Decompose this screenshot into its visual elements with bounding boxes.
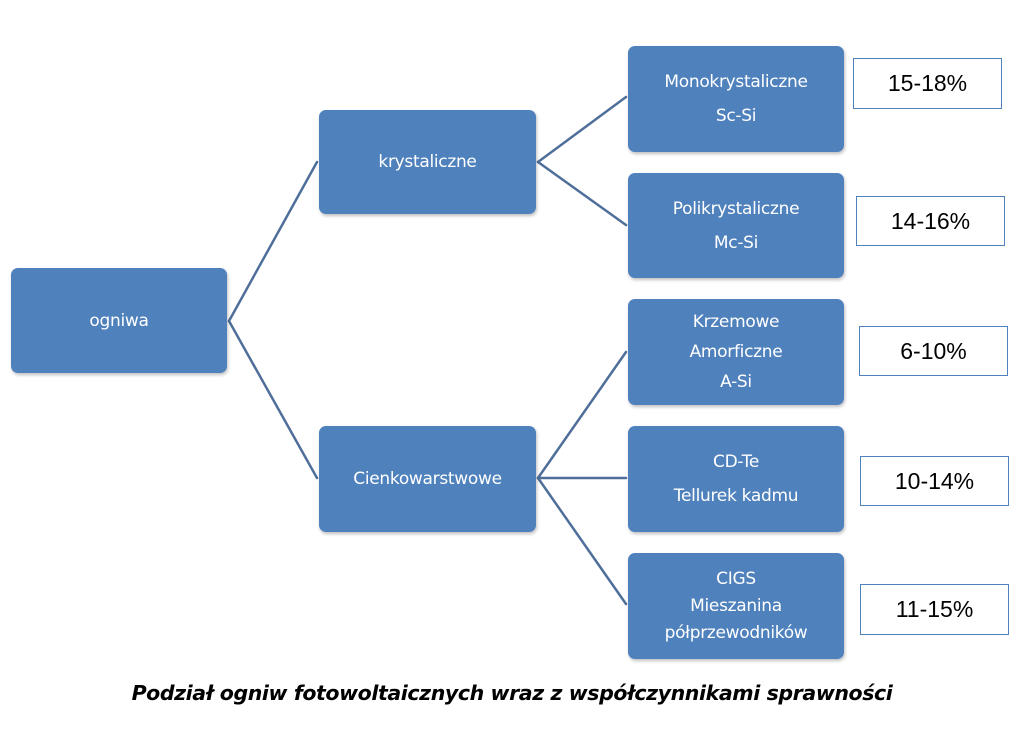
node-monocrystalline: Monokrystaliczne Sc-Si xyxy=(628,46,844,152)
node-monocrystalline-line-1: Monokrystaliczne xyxy=(664,72,808,92)
node-crystalline: krystaliczne xyxy=(319,110,536,214)
node-amorphous-silicon-line-3: A-Si xyxy=(720,372,752,392)
node-thin-film: Cienkowarstwowe xyxy=(319,426,536,532)
node-root-label: ogniwa xyxy=(89,310,149,331)
connector-root-to-crystalline xyxy=(227,160,319,323)
efficiency-value-amorphous-silicon: 6-10% xyxy=(900,337,967,364)
connector-thin-film-to-amorphous xyxy=(536,350,628,480)
node-polycrystalline-line-2: Mc-Si xyxy=(713,232,759,253)
connector-thin-film-to-cigs xyxy=(536,476,628,606)
node-root: ogniwa xyxy=(11,268,227,373)
efficiency-value-cigs: 11-15% xyxy=(895,596,974,622)
node-amorphous-silicon-line-2: Amorficzne xyxy=(689,342,783,362)
efficiency-value-cdte: 10-14% xyxy=(894,467,975,494)
node-amorphous-silicon: Krzemowe Amorficzne A-Si xyxy=(628,299,844,405)
node-cdte-line-2: Tellurek kadmu xyxy=(673,486,799,506)
node-cigs-line-1: CIGS xyxy=(716,568,756,589)
efficiency-box-cdte: 10-14% xyxy=(860,456,1009,506)
connector-root-to-thin-film xyxy=(227,319,319,480)
connector-crystalline-to-mono xyxy=(536,95,628,164)
node-cigs-line-2: Mieszanina xyxy=(690,595,782,616)
efficiency-box-polycrystalline: 14-16% xyxy=(856,196,1005,246)
efficiency-box-cigs: 11-15% xyxy=(860,584,1009,635)
node-amorphous-silicon-line-1: Krzemowe xyxy=(692,312,780,332)
efficiency-box-monocrystalline: 15-18% xyxy=(853,58,1002,109)
diagram-caption: Podział ogniw fotowoltaicznych wraz z ws… xyxy=(131,681,893,705)
efficiency-value-polycrystalline: 14-16% xyxy=(890,207,971,234)
node-polycrystalline: Polikrystaliczne Mc-Si xyxy=(628,173,844,278)
node-crystalline-label: krystaliczne xyxy=(378,152,477,172)
node-polycrystalline-line-1: Polikrystaliczne xyxy=(672,198,800,219)
node-cdte: CD-Te Tellurek kadmu xyxy=(628,426,844,532)
node-thin-film-label: Cienkowarstwowe xyxy=(353,469,502,489)
connector-crystalline-to-poly xyxy=(536,160,628,227)
efficiency-value-monocrystalline: 15-18% xyxy=(887,70,968,96)
node-monocrystalline-line-2: Sc-Si xyxy=(715,106,757,126)
efficiency-box-amorphous-silicon: 6-10% xyxy=(859,326,1008,376)
node-cdte-line-1: CD-Te xyxy=(713,452,759,472)
node-cigs: CIGS Mieszanina półprzewodników xyxy=(628,553,844,659)
node-cigs-line-3: półprzewodników xyxy=(664,622,808,643)
